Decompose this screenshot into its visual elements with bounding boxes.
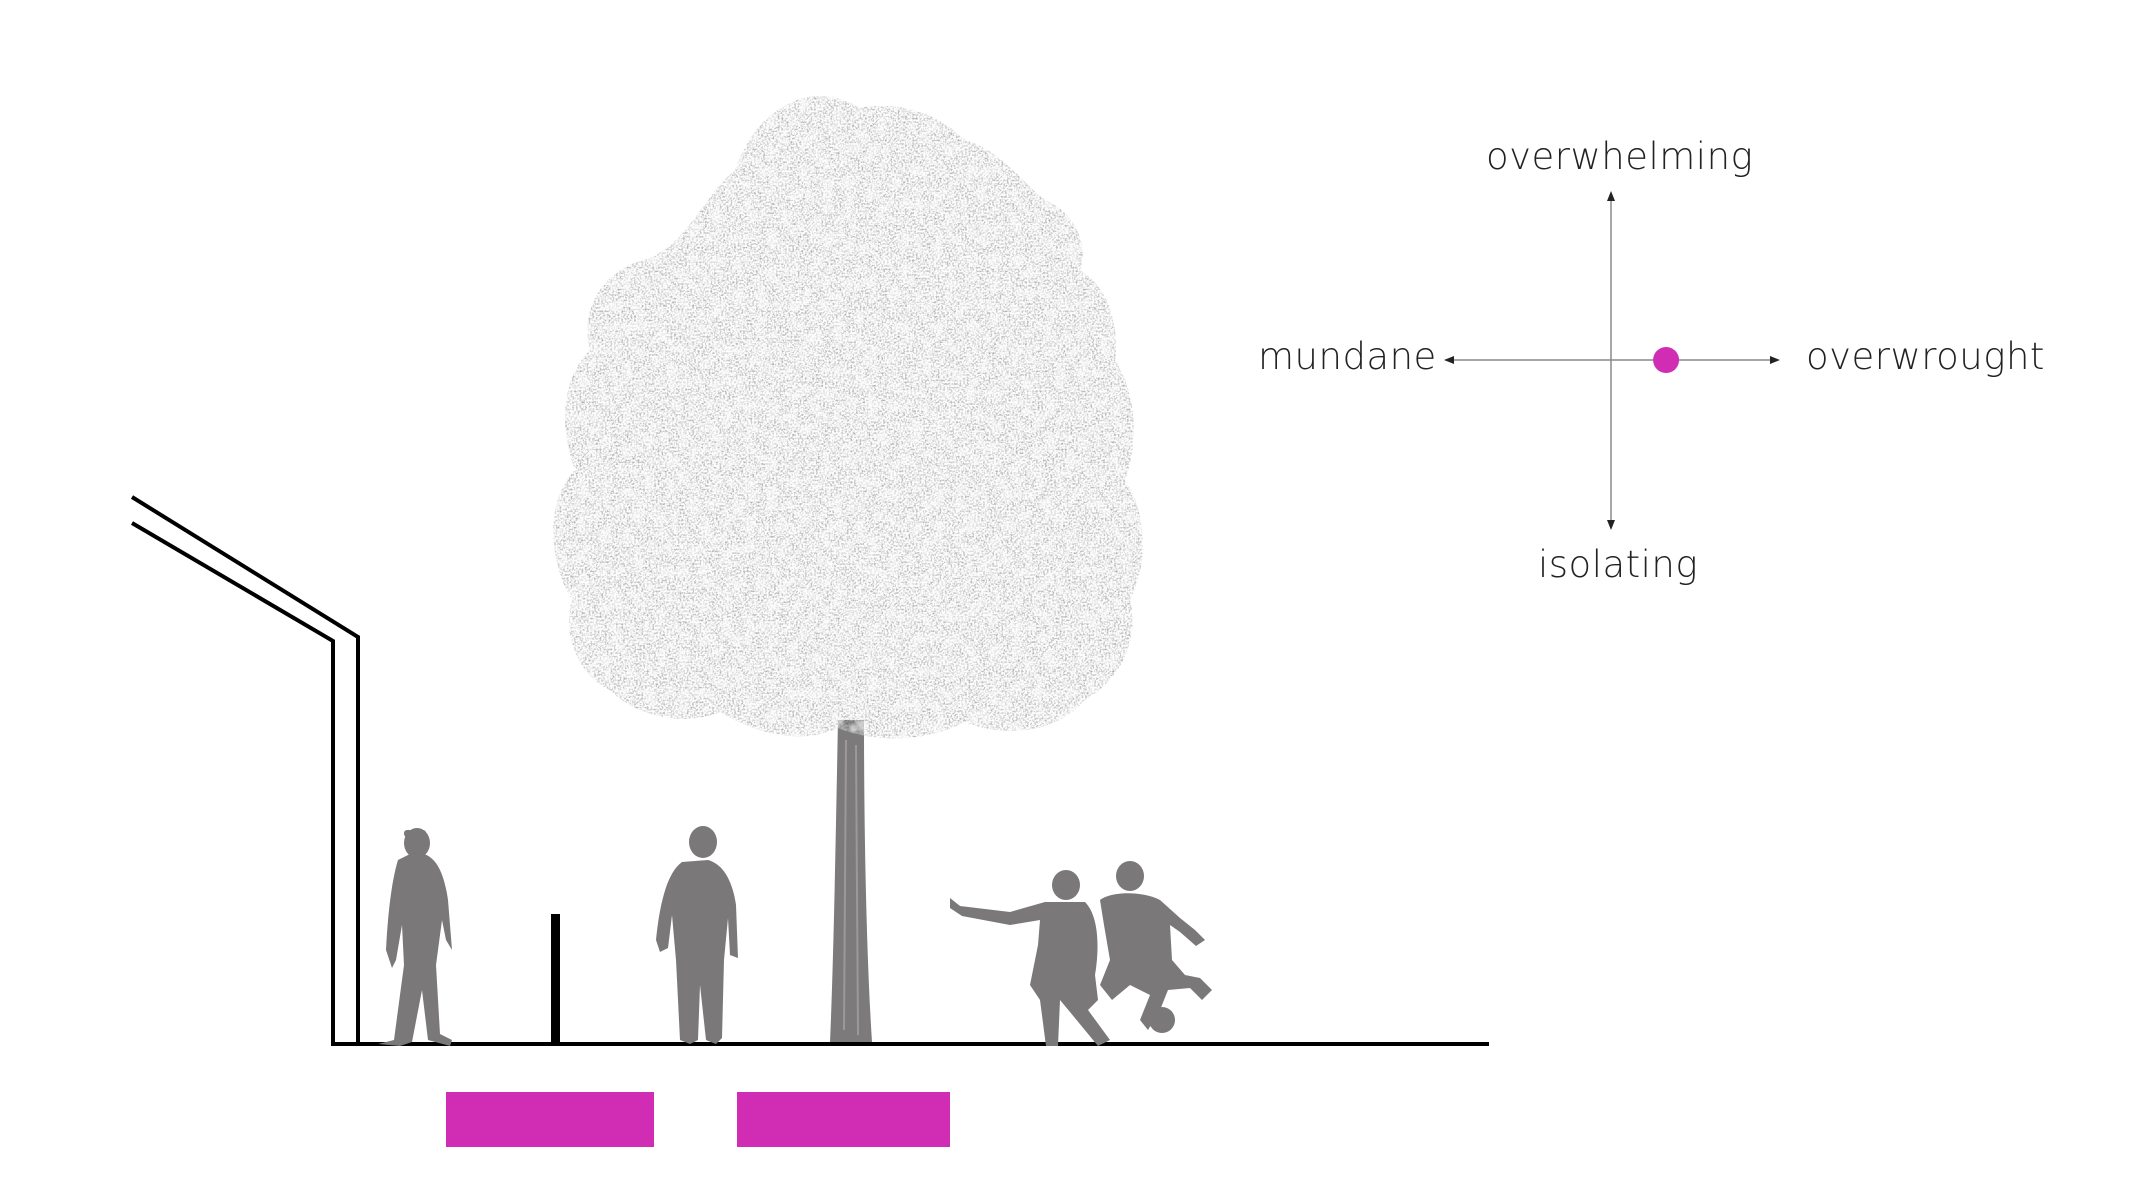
pedestrian-silhouette	[656, 826, 738, 1044]
arrow-up-icon	[1607, 191, 1615, 201]
compass-axes	[1450, 196, 1775, 524]
compass-marker	[1653, 347, 1680, 373]
arrow-left-icon	[1444, 356, 1454, 364]
tree-canopy	[553, 96, 1143, 739]
tree	[553, 96, 1143, 1042]
compass-bottom-label: isolating	[1538, 543, 1699, 586]
pedestrian-silhouette	[378, 828, 452, 1046]
building-wall	[130, 495, 360, 1042]
tree-trunk	[830, 720, 872, 1042]
arrow-right-icon	[1770, 356, 1780, 364]
compass-right-label: overwrought	[1806, 335, 2045, 378]
soccer-players-silhouette	[950, 861, 1212, 1046]
bollard	[551, 914, 560, 1044]
compass-arrowheads	[1444, 191, 1780, 530]
zone-bar	[446, 1092, 654, 1147]
compass-top-label: overwhelming	[1486, 135, 1754, 178]
compass-left-label: mundane	[1258, 335, 1437, 378]
arrow-down-icon	[1607, 520, 1615, 530]
zone-bar	[737, 1092, 950, 1147]
